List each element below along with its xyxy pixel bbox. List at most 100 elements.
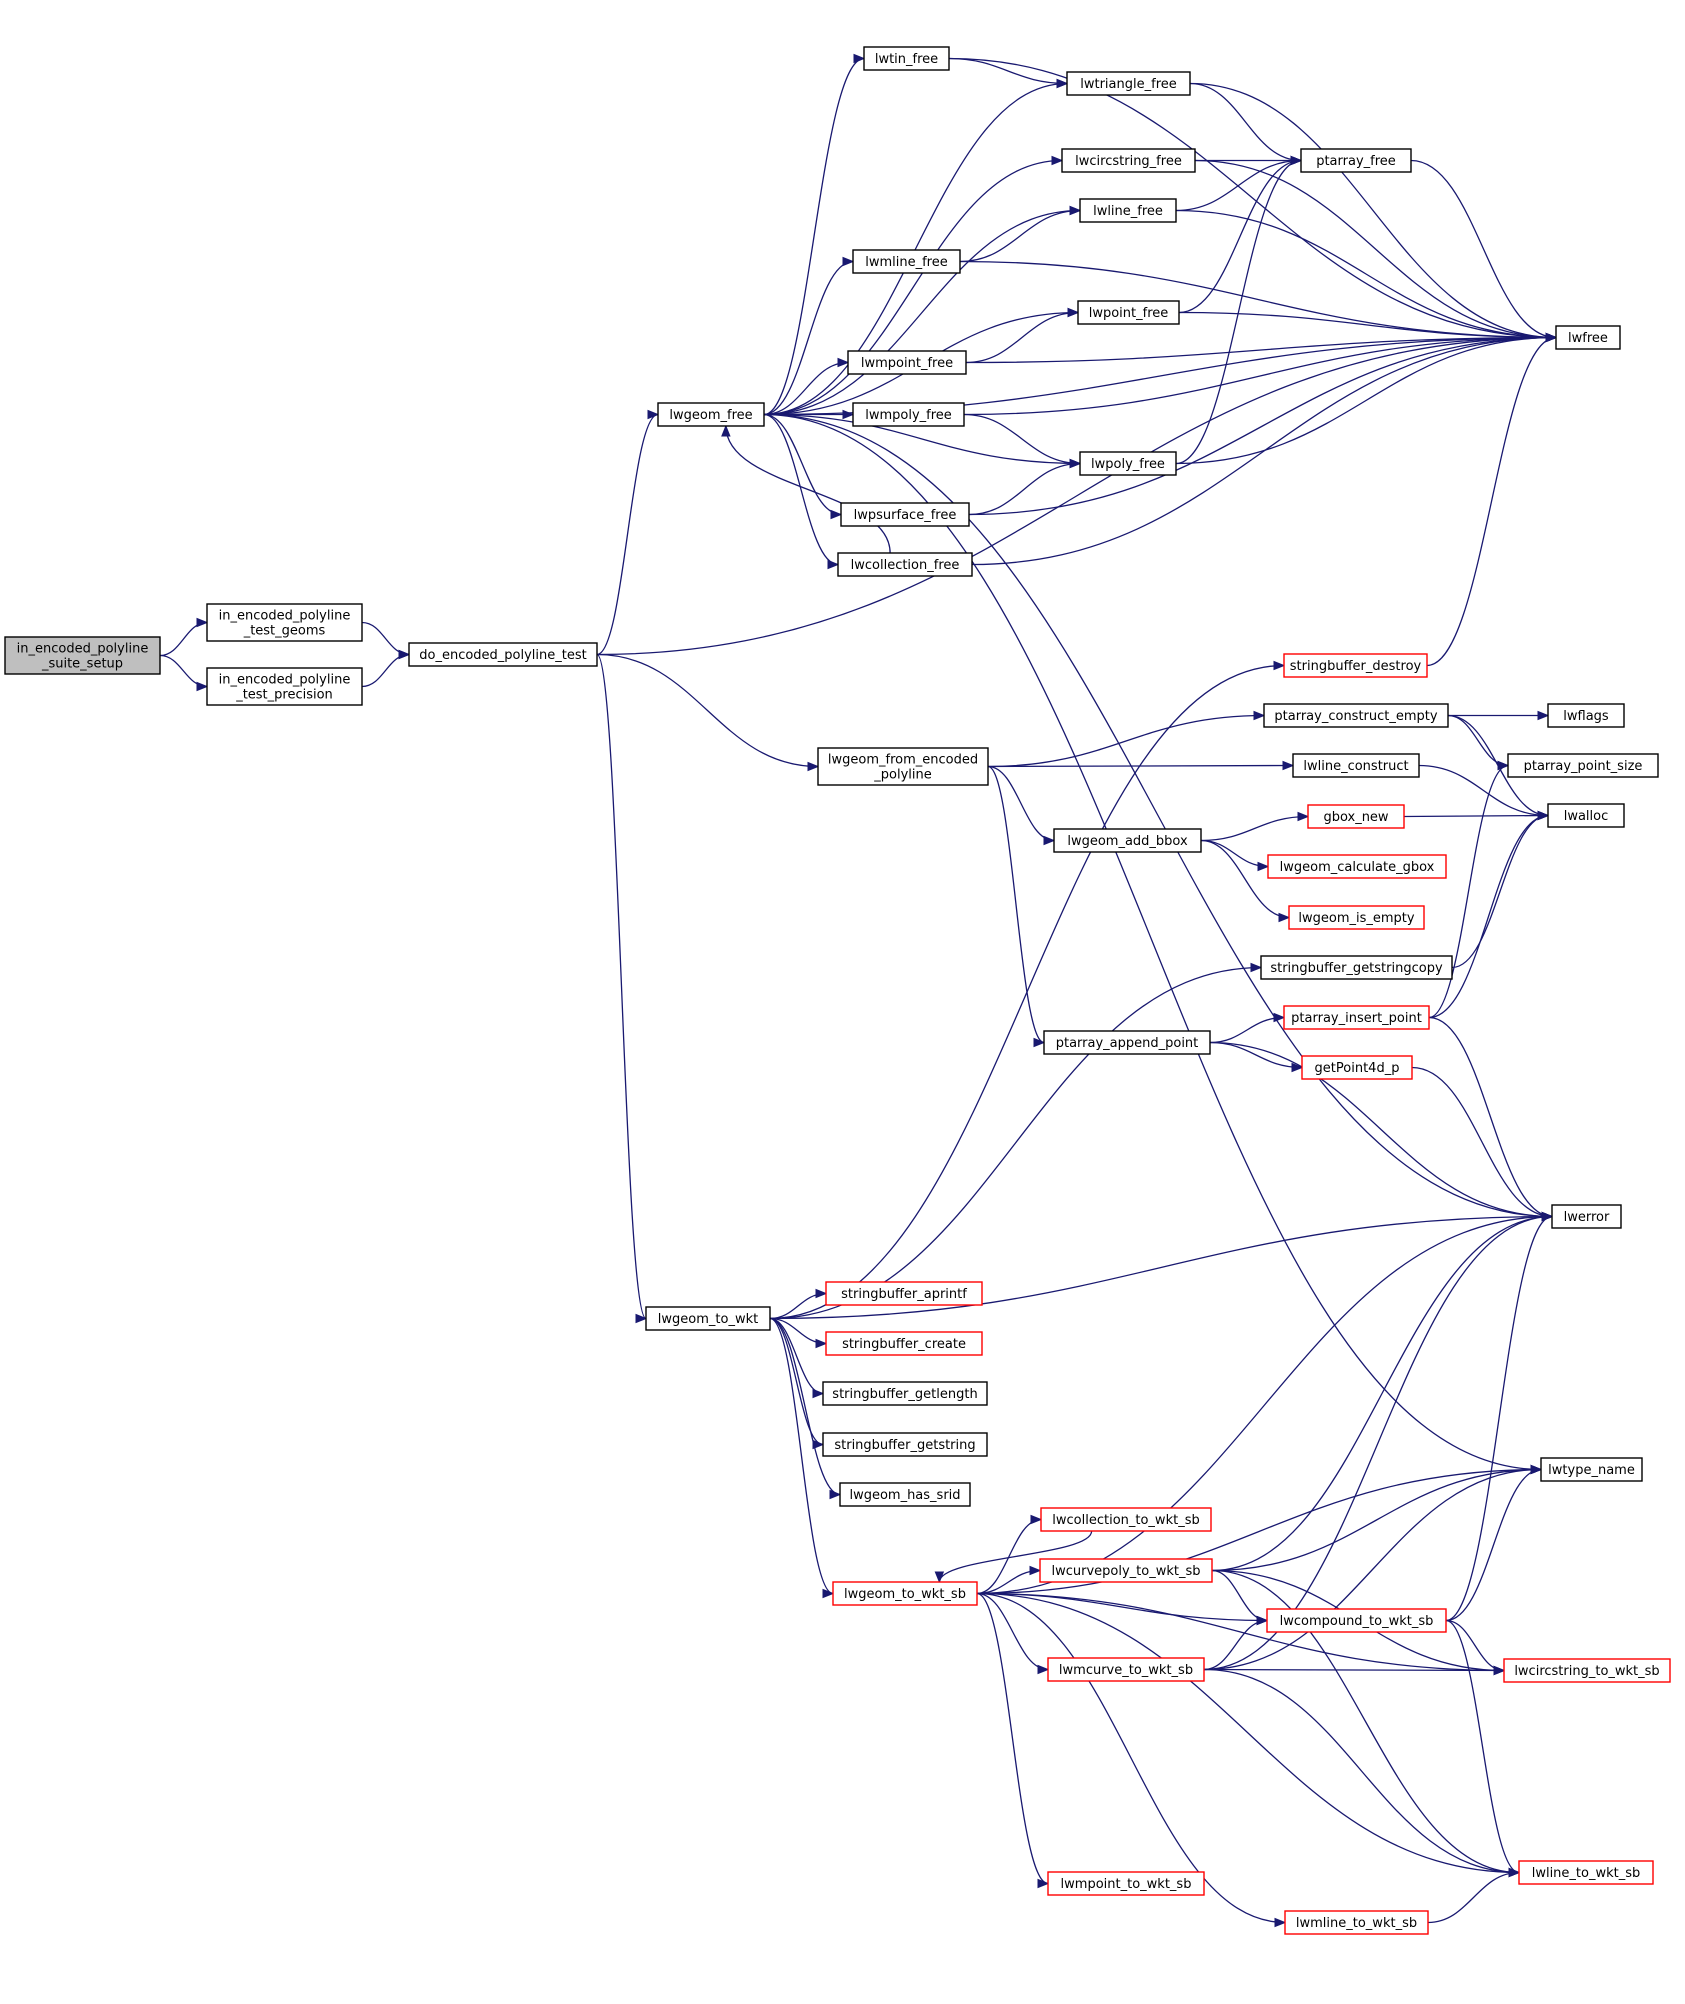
node-box[interactable] — [825, 1281, 983, 1306]
node-stringbuffer-create[interactable]: stringbuffer_create — [825, 1331, 983, 1356]
node-box[interactable] — [1263, 703, 1449, 728]
node-lwline-to-wkt-sb[interactable]: lwline_to_wkt_sb — [1518, 1860, 1654, 1885]
node-box[interactable] — [645, 1306, 771, 1331]
node-box[interactable] — [206, 667, 363, 706]
node-box[interactable] — [1047, 1871, 1205, 1896]
node-lwfree[interactable]: lwfree — [1555, 325, 1621, 350]
node-box[interactable] — [1077, 300, 1180, 325]
node-lwline-construct[interactable]: lwline_construct — [1292, 753, 1420, 778]
node-lwtin-free[interactable]: lwtin_free — [863, 46, 950, 71]
node-box[interactable] — [1555, 325, 1621, 350]
node-box[interactable] — [1283, 1005, 1430, 1030]
node-lwmpoint-to-wkt-sb[interactable]: lwmpoint_to_wkt_sb — [1047, 1871, 1205, 1896]
node-lwpsurface-free[interactable]: lwpsurface_free — [840, 502, 970, 527]
node-box[interactable] — [822, 1381, 988, 1406]
node-stringbuffer-getstringcopy[interactable]: stringbuffer_getstringcopy — [1260, 955, 1453, 980]
node-lwline-free[interactable]: lwline_free — [1079, 198, 1177, 223]
node-lwgeom-from-encoded-polyline[interactable]: lwgeom_from_encoded_polyline — [817, 747, 989, 786]
node-lwcollection-free[interactable]: lwcollection_free — [837, 552, 973, 577]
node-box[interactable] — [1066, 71, 1191, 96]
node-lwgeom-calculate-gbox[interactable]: lwgeom_calculate_gbox — [1267, 854, 1447, 879]
node-box[interactable] — [1040, 1507, 1212, 1532]
node-box[interactable] — [1267, 854, 1447, 879]
node-lwerror[interactable]: lwerror — [1551, 1204, 1622, 1229]
node-lwgeom-free[interactable]: lwgeom_free — [657, 402, 765, 427]
node-lwcurvepoly-to-wkt-sb[interactable]: lwcurvepoly_to_wkt_sb — [1039, 1558, 1213, 1583]
node-lwflags[interactable]: lwflags — [1547, 703, 1625, 728]
node-box[interactable] — [832, 1581, 978, 1606]
node-box[interactable] — [863, 46, 950, 71]
node-do-encoded-polyline-test[interactable]: do_encoded_polyline_test — [408, 642, 598, 667]
node-box[interactable] — [1079, 198, 1177, 223]
node-ptarray-point-size[interactable]: ptarray_point_size — [1507, 753, 1659, 778]
node-lwgeom-to-wkt[interactable]: lwgeom_to_wkt — [645, 1306, 771, 1331]
node-box[interactable] — [4, 636, 161, 675]
node-gbox-new[interactable]: gbox_new — [1307, 804, 1405, 829]
node-ptarray-free[interactable]: ptarray_free — [1300, 148, 1412, 173]
node-box[interactable] — [1266, 1608, 1447, 1633]
node-box[interactable] — [1547, 703, 1625, 728]
node-box[interactable] — [837, 552, 973, 577]
node-stringbuffer-getstring[interactable]: stringbuffer_getstring — [822, 1432, 988, 1457]
node-lwalloc[interactable]: lwalloc — [1547, 803, 1625, 828]
node-box[interactable] — [1061, 148, 1196, 173]
node-box[interactable] — [852, 249, 961, 274]
node-box[interactable] — [822, 1432, 988, 1457]
node-box[interactable] — [1551, 1204, 1622, 1229]
node-in-encoded-polyline-test-geoms[interactable]: in_encoded_polyline_test_geoms — [206, 603, 363, 642]
node-lwmline-to-wkt-sb[interactable]: lwmline_to_wkt_sb — [1284, 1910, 1429, 1935]
node-in-encoded-polyline-suite-setup[interactable]: in_encoded_polyline_suite_setup — [4, 636, 161, 675]
node-lwgeom-has-srid[interactable]: lwgeom_has_srid — [839, 1482, 971, 1507]
node-box[interactable] — [1284, 1910, 1429, 1935]
node-box[interactable] — [1301, 1055, 1413, 1080]
node-box[interactable] — [839, 1482, 971, 1507]
node-lwtype-name[interactable]: lwtype_name — [1540, 1457, 1643, 1482]
node-lwcircstring-free[interactable]: lwcircstring_free — [1061, 148, 1196, 173]
node-stringbuffer-aprintf[interactable]: stringbuffer_aprintf — [825, 1281, 983, 1306]
node-box[interactable] — [840, 502, 970, 527]
node-stringbuffer-getlength[interactable]: stringbuffer_getlength — [822, 1381, 988, 1406]
node-stringbuffer-destroy[interactable]: stringbuffer_destroy — [1283, 653, 1428, 678]
node-box[interactable] — [1503, 1658, 1671, 1683]
node-lwmpoint-free[interactable]: lwmpoint_free — [847, 350, 967, 375]
node-box[interactable] — [1039, 1558, 1213, 1583]
node-box[interactable] — [408, 642, 598, 667]
node-lwcollection-to-wkt-sb[interactable]: lwcollection_to_wkt_sb — [1040, 1507, 1212, 1532]
node-box[interactable] — [1518, 1860, 1654, 1885]
node-lwmcurve-to-wkt-sb[interactable]: lwmcurve_to_wkt_sb — [1047, 1657, 1205, 1682]
node-box[interactable] — [206, 603, 363, 642]
node-box[interactable] — [657, 402, 765, 427]
node-lwgeom-is-empty[interactable]: lwgeom_is_empty — [1288, 905, 1425, 930]
node-lwmline-free[interactable]: lwmline_free — [852, 249, 961, 274]
node-box[interactable] — [1043, 1030, 1211, 1055]
node-lwmpoly-free[interactable]: lwmpoly_free — [852, 402, 965, 427]
node-box[interactable] — [825, 1331, 983, 1356]
node-ptarray-append-point[interactable]: ptarray_append_point — [1043, 1030, 1211, 1055]
node-box[interactable] — [1300, 148, 1412, 173]
node-box[interactable] — [1053, 828, 1202, 853]
node-box[interactable] — [1540, 1457, 1643, 1482]
node-ptarray-insert-point[interactable]: ptarray_insert_point — [1283, 1005, 1430, 1030]
node-lwtriangle-free[interactable]: lwtriangle_free — [1066, 71, 1191, 96]
node-in-encoded-polyline-test-precision[interactable]: in_encoded_polyline_test_precision — [206, 667, 363, 706]
node-box[interactable] — [1547, 803, 1625, 828]
node-ptarray-construct-empty[interactable]: ptarray_construct_empty — [1263, 703, 1449, 728]
node-box[interactable] — [817, 747, 989, 786]
node-getPoint4d-p[interactable]: getPoint4d_p — [1301, 1055, 1413, 1080]
node-box[interactable] — [1260, 955, 1453, 980]
node-box[interactable] — [1292, 753, 1420, 778]
node-box[interactable] — [847, 350, 967, 375]
node-lwpoint-free[interactable]: lwpoint_free — [1077, 300, 1180, 325]
node-lwgeom-add-bbox[interactable]: lwgeom_add_bbox — [1053, 828, 1202, 853]
node-box[interactable] — [1307, 804, 1405, 829]
node-box[interactable] — [1507, 753, 1659, 778]
node-box[interactable] — [1047, 1657, 1205, 1682]
node-box[interactable] — [1288, 905, 1425, 930]
node-lwcircstring-to-wkt-sb[interactable]: lwcircstring_to_wkt_sb — [1503, 1658, 1671, 1683]
node-lwpoly-free[interactable]: lwpoly_free — [1079, 451, 1177, 476]
node-box[interactable] — [852, 402, 965, 427]
node-box[interactable] — [1283, 653, 1428, 678]
node-lwgeom-to-wkt-sb[interactable]: lwgeom_to_wkt_sb — [832, 1581, 978, 1606]
node-box[interactable] — [1079, 451, 1177, 476]
node-lwcompound-to-wkt-sb[interactable]: lwcompound_to_wkt_sb — [1266, 1608, 1447, 1633]
